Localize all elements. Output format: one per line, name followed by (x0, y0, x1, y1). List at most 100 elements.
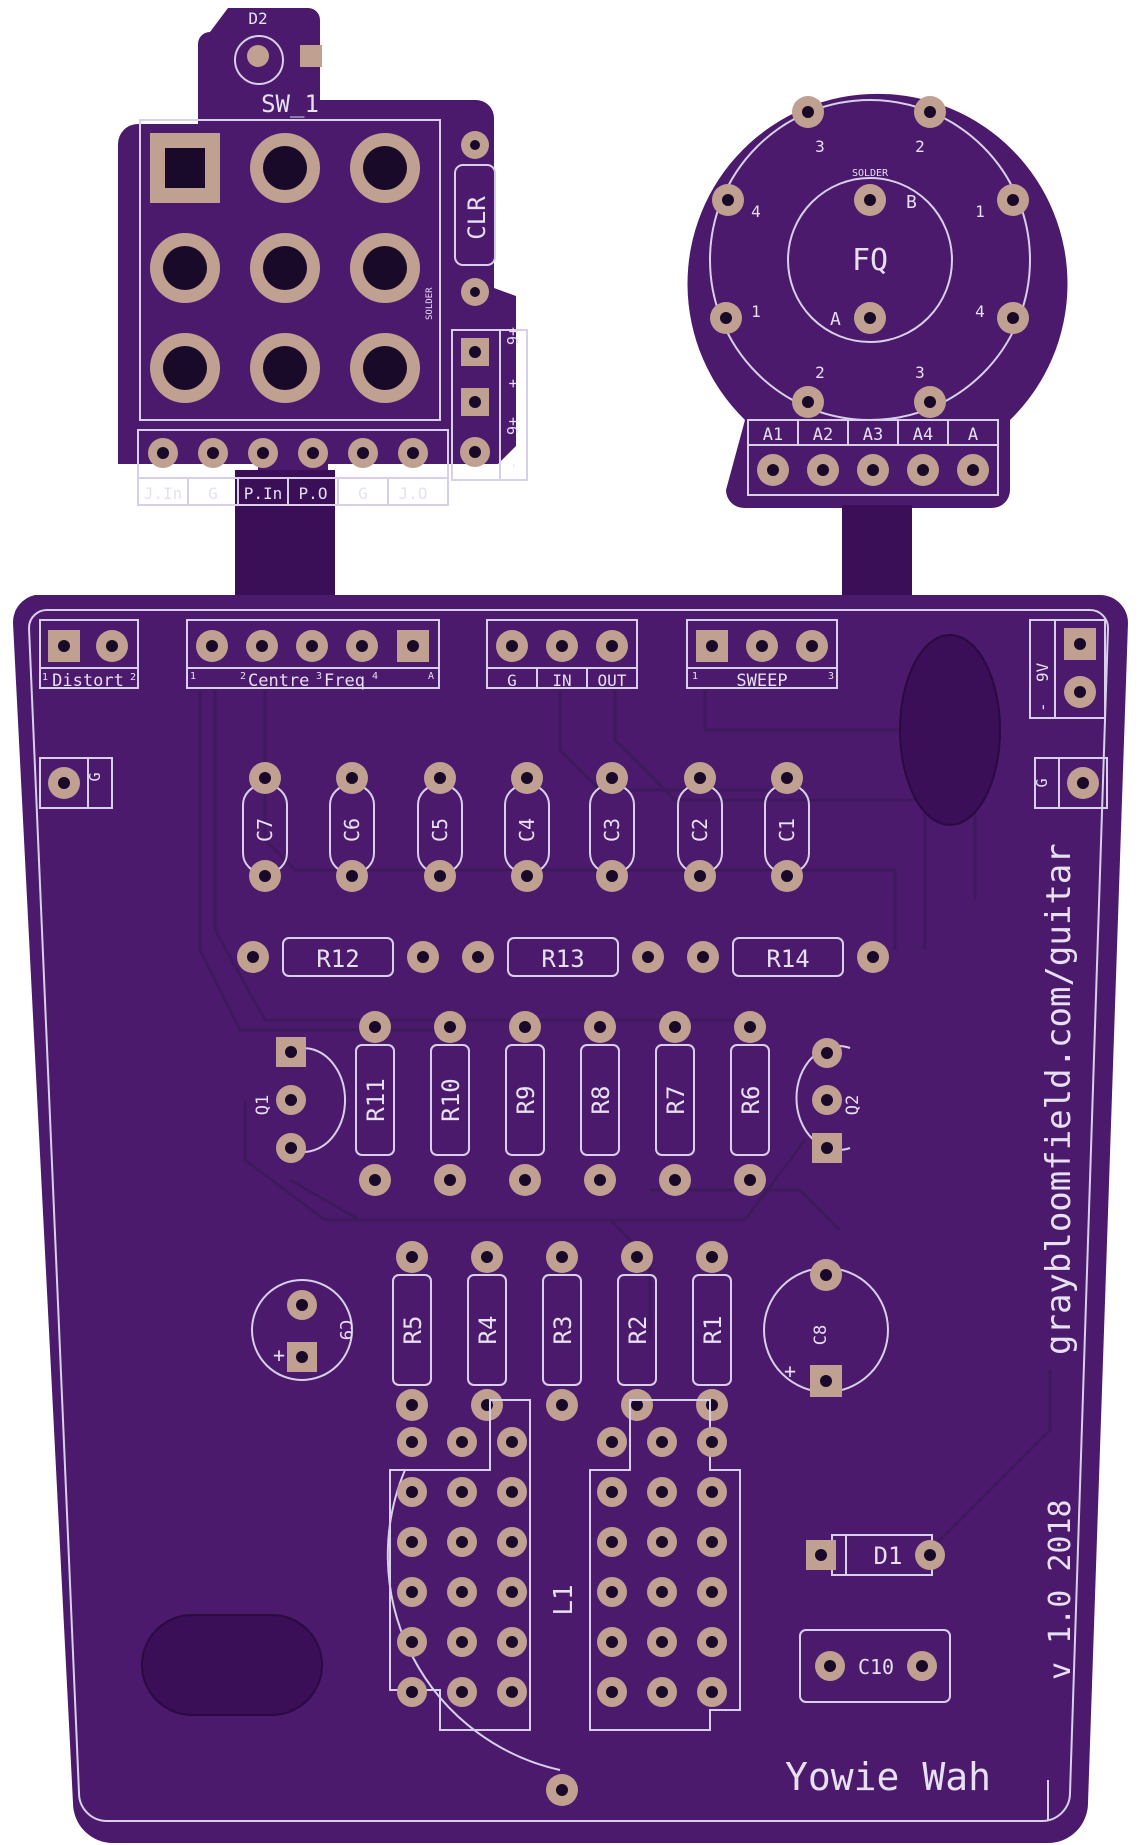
resistor-r13: R13 (462, 937, 664, 977)
resistor-r2: R2 (617, 1241, 657, 1421)
centre-n1: 1 (190, 671, 196, 682)
url-text: graybloomfield.com/guitar (1039, 843, 1079, 1355)
switch-header-label-0: J.In (144, 484, 183, 503)
distort-label: Distort (52, 671, 124, 691)
sweep-n3: 3 (828, 671, 834, 682)
resistor-r10: R10 (430, 1011, 470, 1196)
pot-ring-pads (710, 96, 1029, 418)
resistor-label: R8 (587, 1086, 615, 1115)
main-board: Distort 1 2 1 2 Centre 3 Freq 4 A G IN O… (12, 595, 1129, 1843)
switch-label: SW_1 (261, 90, 319, 118)
capacitor-label: C4 (515, 818, 539, 842)
switch-outline (139, 119, 441, 421)
resistor-r3: R3 (542, 1241, 582, 1421)
resistor-row-low: R5 R4 R3 R2 R1 (392, 1241, 732, 1421)
board-title: Yowie Wah (785, 1755, 991, 1799)
pot-pin-a: A (830, 309, 841, 330)
centre-label2: Freq (324, 671, 365, 691)
pot-ring-num-4: 1 (751, 302, 761, 321)
switch-header-pads (148, 438, 428, 468)
inductor-pads (397, 1427, 727, 1707)
pot-conn-label-2: A3 (863, 425, 883, 445)
pot-conn-pads (757, 454, 989, 486)
pot-conn-label-4: A (968, 425, 978, 445)
centre-freq-pads (196, 630, 429, 662)
resistor-r12: R12 (237, 937, 439, 977)
power-label-0: 9+ (504, 327, 522, 345)
sweep-n1: 1 (692, 671, 698, 682)
centre-nA: A (428, 671, 434, 682)
resistor-row-mid: R11 R10 R9 R8 R7 R6 (355, 1011, 770, 1196)
power-9v-label: 9V (1033, 662, 1052, 682)
resistor-row-top: R12 R13 R14 (237, 937, 889, 977)
resistor-label: R9 (512, 1086, 540, 1115)
capacitor-c1: C1 (764, 762, 810, 892)
capacitor-label: C3 (600, 818, 624, 842)
diode-label: D1 (874, 1542, 903, 1570)
resistor-label: R4 (474, 1316, 502, 1345)
capacitor-c5: C5 (417, 762, 463, 892)
resistor-label: R6 (737, 1086, 765, 1115)
resistor-label: R7 (662, 1086, 690, 1115)
clr-label: CLR (463, 196, 491, 240)
switch-solder-label: SOLDER (425, 287, 435, 320)
resistor-label: R11 (362, 1078, 390, 1121)
capacitor-c6: C6 (329, 762, 375, 892)
capacitor-row: C7 C6 C5 C4 C3 C2 C1 (242, 762, 810, 892)
distort-n2: 2 (130, 672, 136, 683)
pot-solder-label: SOLDER (852, 168, 889, 179)
ground-left-label: G (86, 772, 104, 781)
c8-plus: + (784, 1359, 796, 1383)
switch-header-label-2: P.In (244, 484, 283, 503)
switch-header-label-3: P.O (299, 484, 328, 503)
c9-plus: + (273, 1343, 285, 1367)
pot-board: FQ SOLDER B A 3 2 4 1 1 4 2 3 A1 A2 A3 (687, 93, 1068, 600)
switch-board: D2 SW_1 SOLDER CLR 9+ + 9+ - (118, 8, 528, 600)
resistor-r8: R8 (580, 1011, 620, 1196)
io-label-0: G (507, 671, 517, 690)
version-text: v 1.0 2018 (1043, 1499, 1078, 1680)
centre-label: Centre (248, 671, 309, 691)
pot-conn-label-1: A2 (813, 425, 833, 445)
capacitor-label: C7 (253, 818, 277, 842)
distort-n1: 1 (42, 672, 48, 683)
resistor-r4: R4 (467, 1241, 507, 1421)
resistor-label: R5 (399, 1316, 427, 1345)
resistor-label: R14 (766, 945, 809, 973)
resistor-label: R13 (541, 945, 584, 973)
io-label-1: IN (552, 671, 571, 690)
capacitor-label: C2 (688, 818, 712, 842)
power-label-3: - (504, 461, 522, 470)
capacitor-c2: C2 (677, 762, 723, 892)
pot-pin-b: B (906, 192, 917, 213)
mounting-slot-top (899, 634, 1001, 826)
power-minus-label: - (1033, 702, 1052, 712)
capacitor-label: C6 (340, 818, 364, 842)
resistor-r6: R6 (730, 1011, 770, 1196)
resistor-label: R2 (624, 1316, 652, 1345)
resistor-r14: R14 (687, 937, 889, 977)
io-label-2: OUT (598, 671, 627, 690)
switch-header-label-4: G (358, 484, 368, 503)
pot-ring-num-2: 4 (751, 202, 761, 221)
resistor-label: R1 (699, 1316, 727, 1345)
sweep-label: SWEEP (736, 671, 787, 691)
led-label: D2 (248, 9, 267, 28)
centre-n2: 2 (240, 671, 246, 682)
capacitor-c4: C4 (504, 762, 550, 892)
power-label-2: 9+ (504, 417, 522, 435)
power-label-1: + (504, 379, 522, 388)
io-pads (496, 630, 628, 662)
pot-conn-label-3: A4 (913, 425, 933, 445)
c10-label: C10 (858, 1655, 894, 1679)
pot-conn-label-0: A1 (763, 425, 783, 445)
pot-ring-num-3: 1 (975, 202, 985, 221)
resistor-label: R10 (437, 1078, 465, 1121)
resistor-label: R3 (549, 1316, 577, 1345)
pot-ring-num-5: 4 (975, 302, 985, 321)
led-pad (247, 45, 269, 67)
ground-right-label: G (1033, 778, 1051, 787)
pot-ring-num-0: 3 (815, 137, 825, 156)
mounting-slot-bottom (141, 1614, 323, 1716)
